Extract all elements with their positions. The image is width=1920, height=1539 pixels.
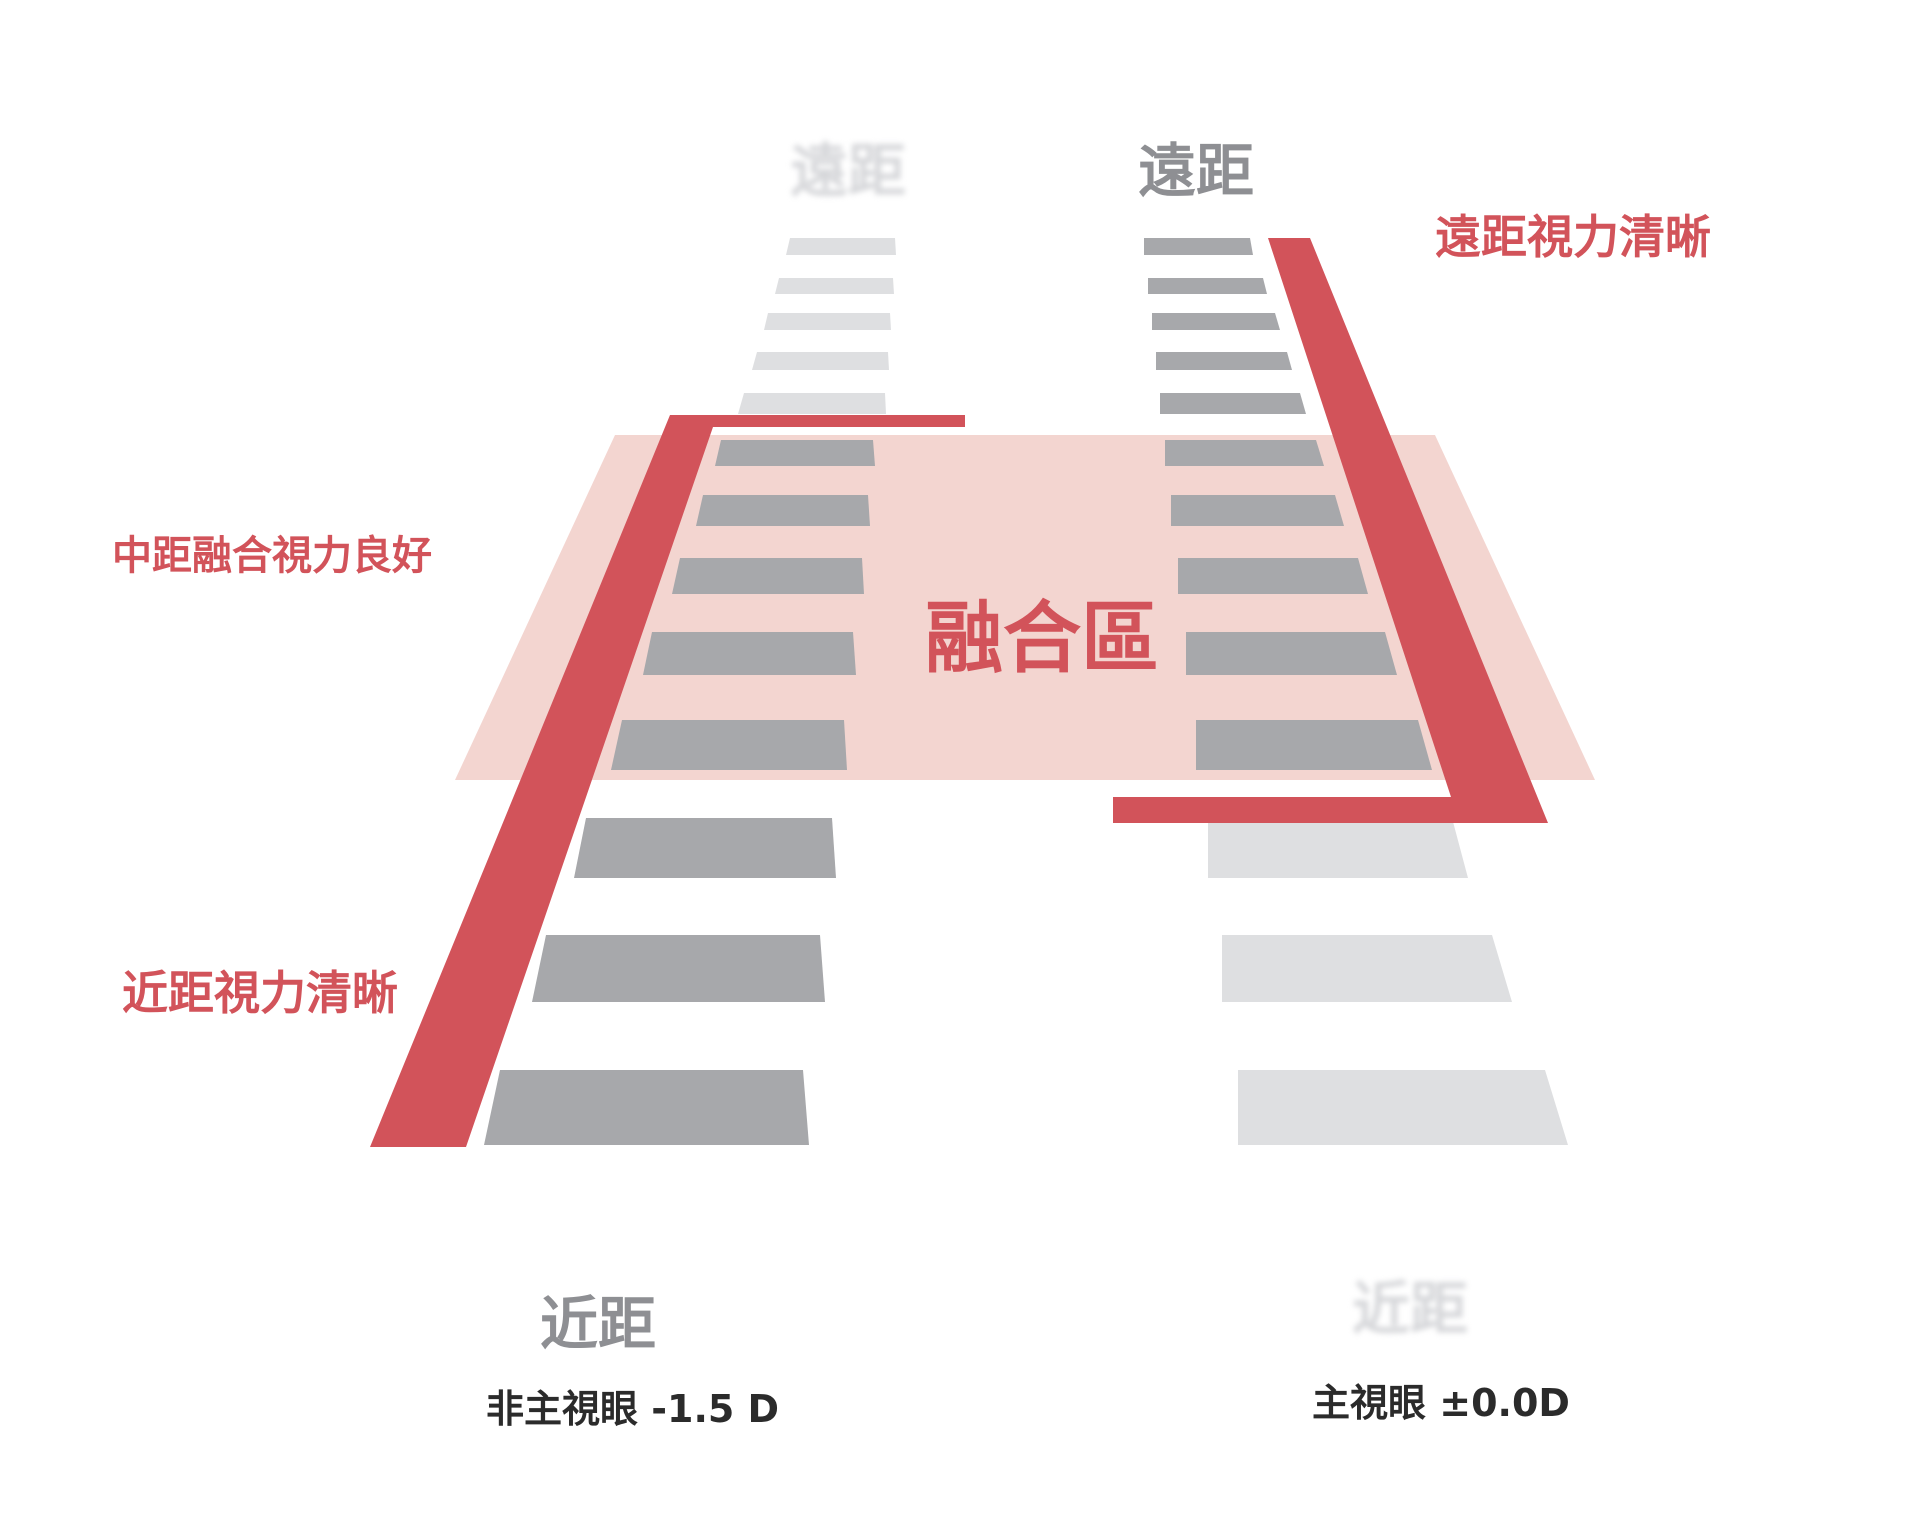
left-eye-bar-13: [484, 1070, 809, 1145]
left-eye-bar-10: [611, 720, 847, 770]
left-eye-bar-1: [786, 238, 896, 255]
right-eye-bar-13: [1238, 1070, 1568, 1145]
far-clear-note: 遠距視力清晰: [1435, 210, 1711, 264]
right-eye-bar-2: [1148, 278, 1267, 294]
far-clarity-bracket: [1113, 238, 1548, 823]
right-eye-bar-4: [1156, 352, 1292, 370]
fusion-zone-title: 融合區: [925, 594, 1160, 684]
right-eye-bar-11: [1208, 818, 1468, 878]
right-eye-bar-1: [1144, 238, 1253, 255]
right-eye-bar-10: [1196, 720, 1432, 770]
right-eye-bar-8: [1178, 558, 1368, 594]
left-eye-bar-4: [752, 352, 889, 370]
left-eye-bar-8: [672, 558, 864, 594]
left-eye-bars: [484, 238, 896, 1145]
left-eye-bar-5: [738, 393, 886, 414]
left-eye-bar-12: [532, 935, 825, 1002]
left-eye-label: 非主視眼 -1.5 D: [486, 1387, 780, 1431]
right-far-label: 遠距: [1138, 137, 1255, 205]
right-eye-bar-5: [1160, 393, 1306, 414]
left-eye-bar-9: [643, 632, 856, 675]
right-near-label: 近距: [1352, 1275, 1469, 1343]
left-eye-bar-11: [574, 818, 836, 878]
left-eye-bar-2: [775, 278, 894, 294]
right-eye-label: 主視眼 ±0.0D: [1312, 1381, 1570, 1425]
near-clarity-bracket: [370, 415, 965, 1147]
right-eye-bar-6: [1165, 440, 1324, 466]
right-eye-bars: [1144, 238, 1568, 1145]
mid-fusion-note: 中距融合視力良好: [112, 533, 432, 579]
left-eye-bar-7: [696, 495, 870, 526]
near-clear-note: 近距視力清晰: [122, 966, 398, 1020]
left-eye-bar-3: [764, 313, 891, 330]
right-eye-bar-3: [1152, 313, 1280, 330]
left-eye-bar-6: [715, 440, 875, 466]
right-eye-bar-9: [1186, 632, 1397, 675]
right-eye-bar-12: [1222, 935, 1512, 1002]
left-far-label: 遠距: [790, 137, 907, 205]
left-near-label: 近距: [540, 1290, 657, 1358]
right-eye-bar-7: [1171, 495, 1344, 526]
